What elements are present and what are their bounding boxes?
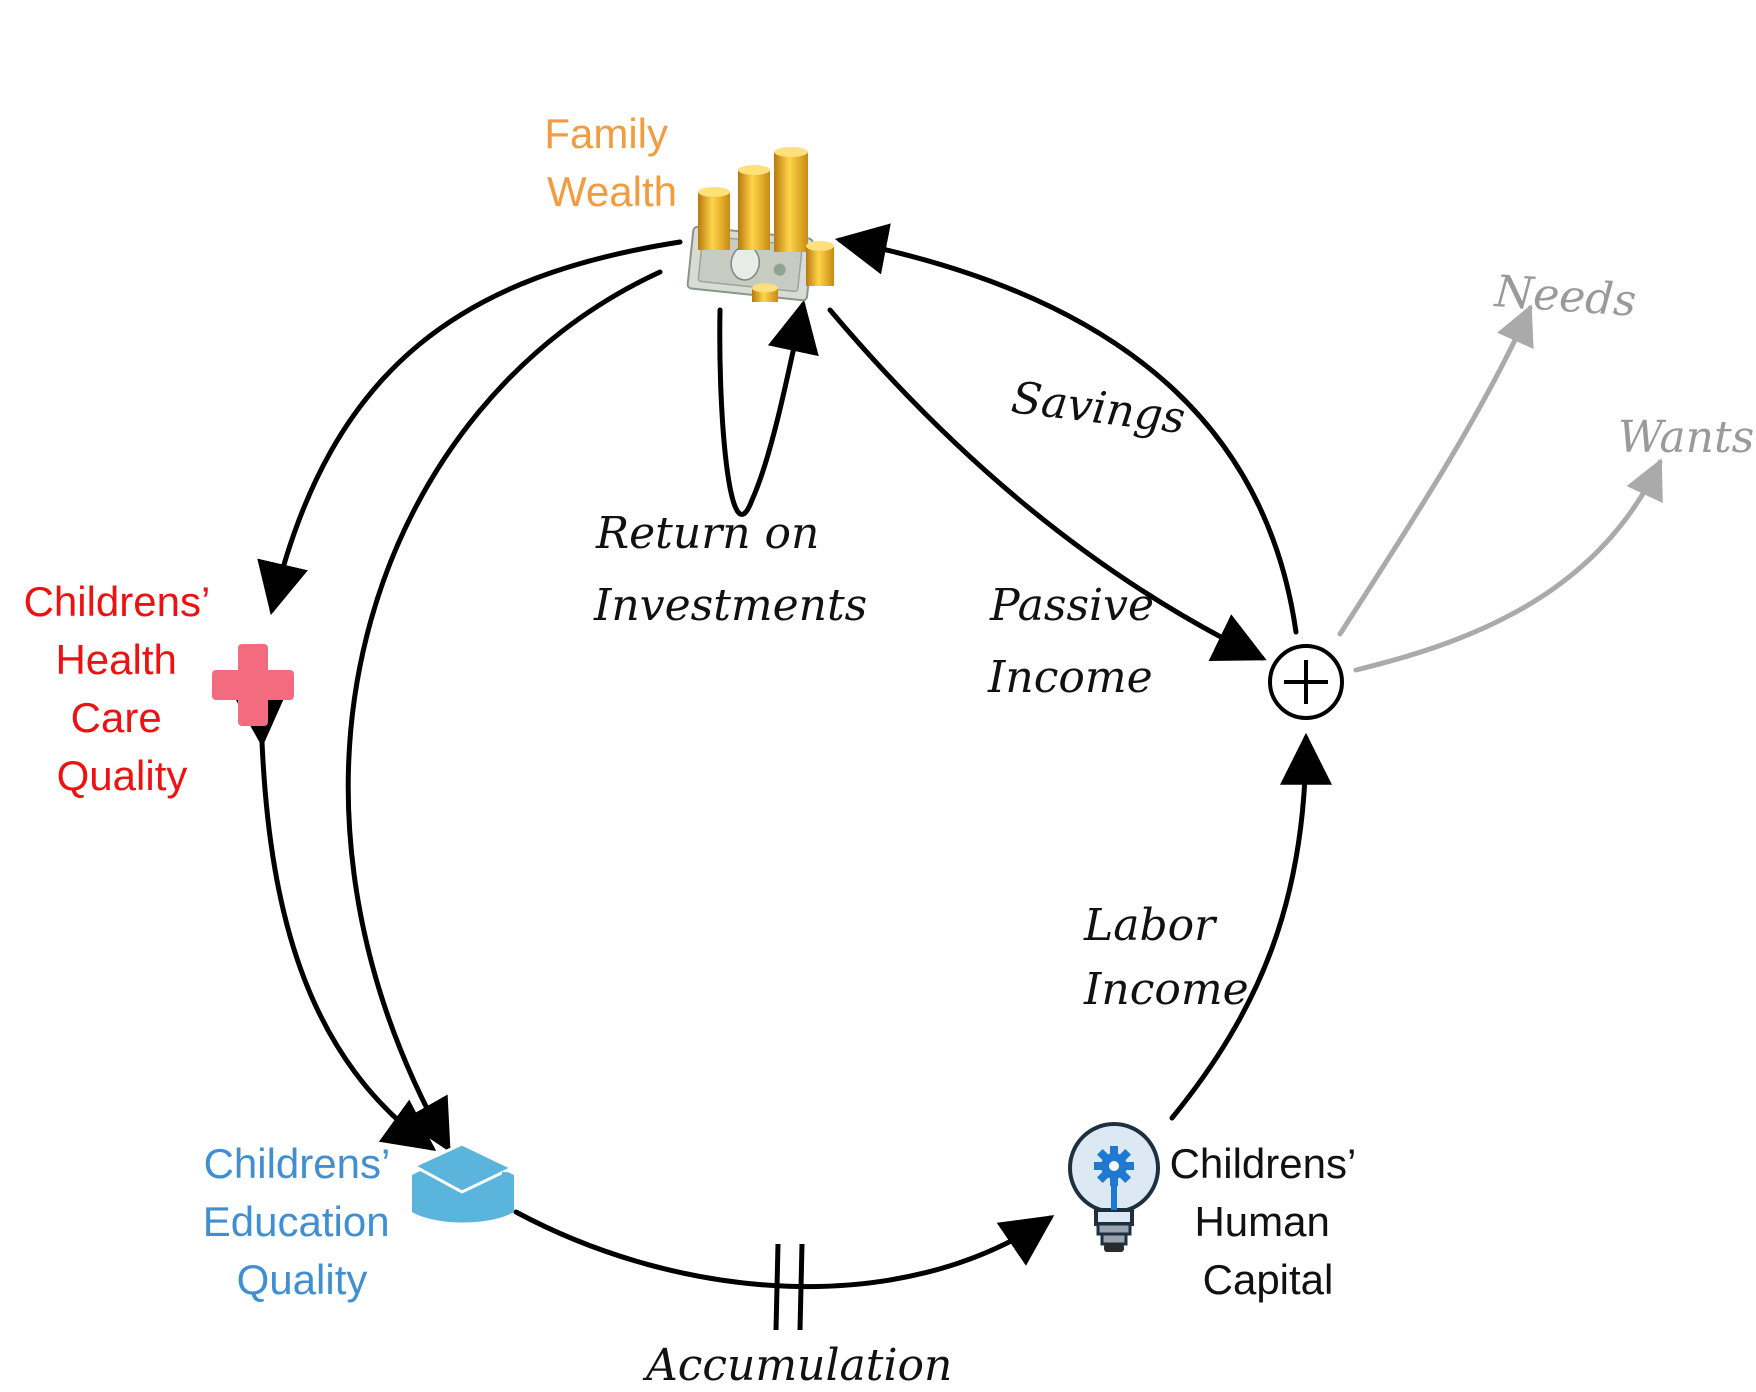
labor-income-label: Labor Income [1083,900,1249,1015]
edge-wealth-to-education [345,269,663,1153]
edge-savings [834,223,1299,635]
money-coins-icon [686,147,834,302]
medical-cross-icon [212,644,294,726]
family-wealth-label: Family Wealth [544,110,679,215]
edge-passive-income [827,307,1267,662]
lightbulb-gear-icon [1068,1122,1160,1252]
health-care-label: Childrens’ Health Care Quality [24,578,221,799]
edge-wealth-to-health [257,239,683,616]
needs-label: Needs [1492,266,1638,327]
edge-wants [1353,458,1663,673]
graduation-cap-icon [410,1142,516,1223]
accumulation-label: Accumulation [642,1340,952,1391]
delay-mark-2 [797,1243,805,1331]
return-on-investments-label: Return on Investments [593,508,867,631]
human-capital-label: Childrens’ Human Capital [1170,1140,1367,1303]
savings-label: Savings [1009,372,1188,444]
passive-income-label: Passive Income [987,580,1168,703]
edge-return-on-investments [717,299,819,517]
edge-needs [1337,304,1534,637]
wants-label: Wants [1618,412,1754,463]
circled-plus-icon [1268,644,1344,720]
education-label: Childrens’ Education Quality [203,1140,401,1303]
edge-health-education [233,694,437,1152]
delay-mark-1 [773,1243,781,1331]
edge-labor-income [1169,732,1332,1121]
edge-accumulation [513,1209,1055,1290]
